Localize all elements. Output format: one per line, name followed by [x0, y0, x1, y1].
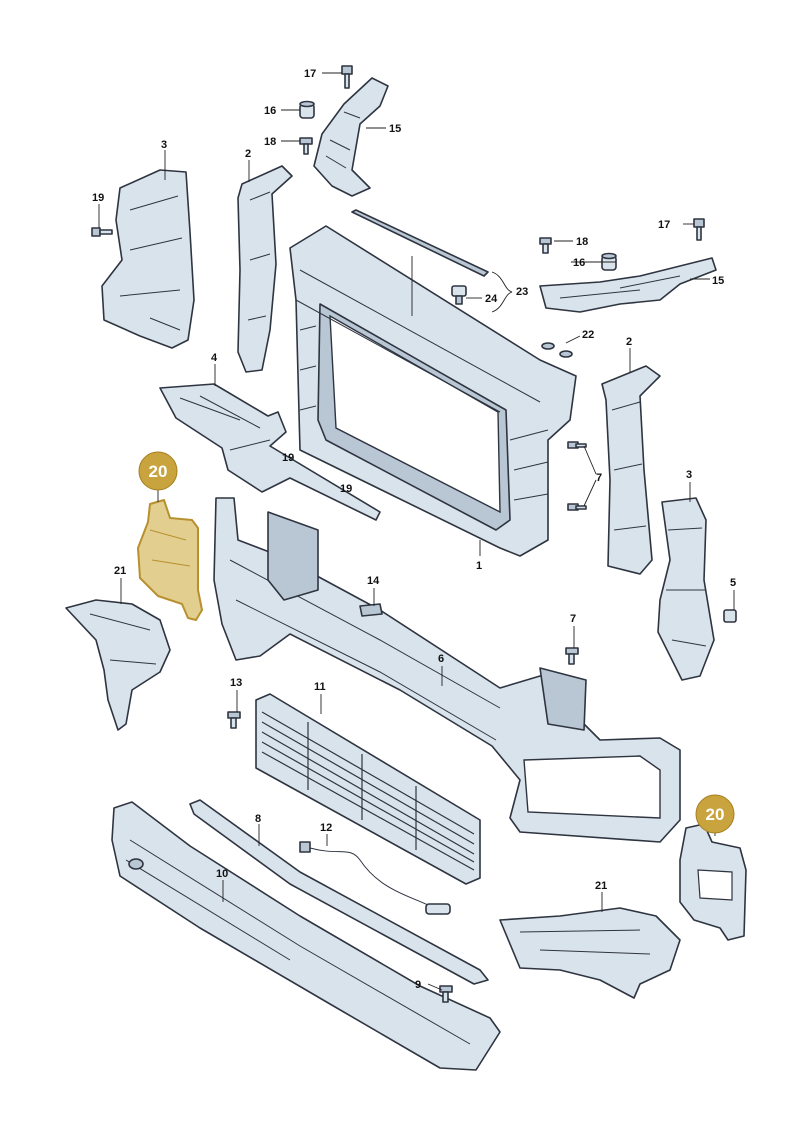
callout-15-top[interactable]: 15 — [389, 123, 401, 135]
callout-6[interactable]: 6 — [438, 653, 444, 665]
leader-lines — [98, 72, 735, 991]
bracket-20-left[interactable] — [137, 499, 203, 621]
callout-16-right[interactable]: 16 — [573, 257, 585, 269]
bolt-19-left[interactable] — [91, 227, 113, 237]
callout-19-duct-b[interactable]: 19 — [340, 483, 352, 495]
cross-member-6[interactable] — [213, 497, 681, 843]
callout-1[interactable]: 1 — [476, 560, 482, 572]
clip-18-right[interactable] — [539, 237, 552, 254]
bolt-17-top[interactable] — [341, 65, 353, 89]
callout-17-right[interactable]: 17 — [658, 219, 670, 231]
callout-17-top[interactable]: 17 — [304, 68, 316, 80]
clip-5[interactable] — [723, 609, 737, 623]
callout-24[interactable]: 24 — [485, 293, 498, 305]
callout-21-left[interactable]: 21 — [114, 565, 126, 577]
callout-19-left[interactable]: 19 — [92, 192, 104, 204]
grille-slats — [261, 711, 475, 871]
callout-16-top[interactable]: 16 — [264, 105, 276, 117]
impact-absorber-10[interactable] — [111, 801, 501, 1071]
callout-2-left[interactable]: 2 — [245, 148, 251, 160]
screw-7-lower[interactable] — [567, 503, 587, 511]
badge-20-right[interactable]: 20 — [695, 794, 735, 834]
callout-18-top[interactable]: 18 — [264, 136, 276, 148]
bushing-16-right[interactable] — [601, 252, 617, 271]
badge-20-right-label: 20 — [706, 805, 725, 824]
callout-13[interactable]: 13 — [230, 677, 242, 689]
air-deflector-3-right[interactable] — [657, 497, 715, 681]
side-member-2-left[interactable] — [237, 165, 293, 373]
callout-2-right[interactable]: 2 — [626, 336, 632, 348]
air-deflector-3-left[interactable] — [101, 169, 195, 349]
callout-5[interactable]: 5 — [730, 577, 736, 589]
wheelhouse-liner-21-left[interactable] — [65, 599, 171, 731]
callout-15-right[interactable]: 15 — [712, 275, 724, 287]
cover-strip-8[interactable] — [189, 799, 489, 985]
callout-23[interactable]: 23 — [516, 286, 528, 298]
nut-22[interactable] — [541, 342, 573, 358]
bracket-15-top[interactable] — [313, 77, 389, 197]
wheelhouse-liner-21-right[interactable] — [499, 907, 681, 999]
callout-18-right[interactable]: 18 — [576, 236, 588, 248]
clip-18-top[interactable] — [299, 137, 313, 155]
bushing-16-top[interactable] — [299, 100, 315, 119]
screw-7-front[interactable] — [565, 647, 579, 665]
bolt-17-right[interactable] — [693, 218, 705, 241]
badge-20-left-label: 20 — [149, 462, 168, 481]
sensor-harness-12[interactable] — [299, 841, 451, 915]
callout-21-right[interactable]: 21 — [595, 880, 607, 892]
callout-22[interactable]: 22 — [582, 329, 594, 341]
callout-10[interactable]: 10 — [216, 868, 228, 880]
air-guide-4[interactable] — [159, 383, 381, 521]
callout-7-front[interactable]: 7 — [570, 613, 576, 625]
callout-19-duct-a[interactable]: 19 — [282, 452, 294, 464]
bracket-20-right[interactable] — [679, 823, 747, 941]
pad-14[interactable] — [359, 603, 383, 617]
callout-11[interactable]: 11 — [314, 681, 326, 693]
callout-9[interactable]: 9 — [415, 979, 421, 991]
callout-14[interactable]: 14 — [367, 575, 380, 587]
clip-24[interactable] — [451, 285, 467, 305]
screw-13[interactable] — [227, 711, 241, 729]
badge-20-left[interactable]: 20 — [138, 451, 178, 491]
air-shutter-11[interactable] — [255, 693, 481, 885]
callout-3-left[interactable]: 3 — [161, 139, 167, 151]
callout-7-frame[interactable]: 7 — [596, 472, 602, 484]
callout-8[interactable]: 8 — [255, 813, 261, 825]
bracket-15-right[interactable] — [539, 257, 717, 313]
callout-12[interactable]: 12 — [320, 822, 332, 834]
callout-3-right[interactable]: 3 — [686, 469, 692, 481]
callout-labels: 17 16 18 15 3 2 19 17 18 16 15 24 23 22 … — [92, 68, 736, 991]
screw-7-upper[interactable] — [567, 441, 587, 449]
callout-4[interactable]: 4 — [211, 352, 218, 364]
lock-carrier-1[interactable] — [289, 225, 577, 557]
side-member-2-right[interactable] — [601, 365, 661, 575]
seal-strip-23[interactable] — [351, 209, 489, 277]
